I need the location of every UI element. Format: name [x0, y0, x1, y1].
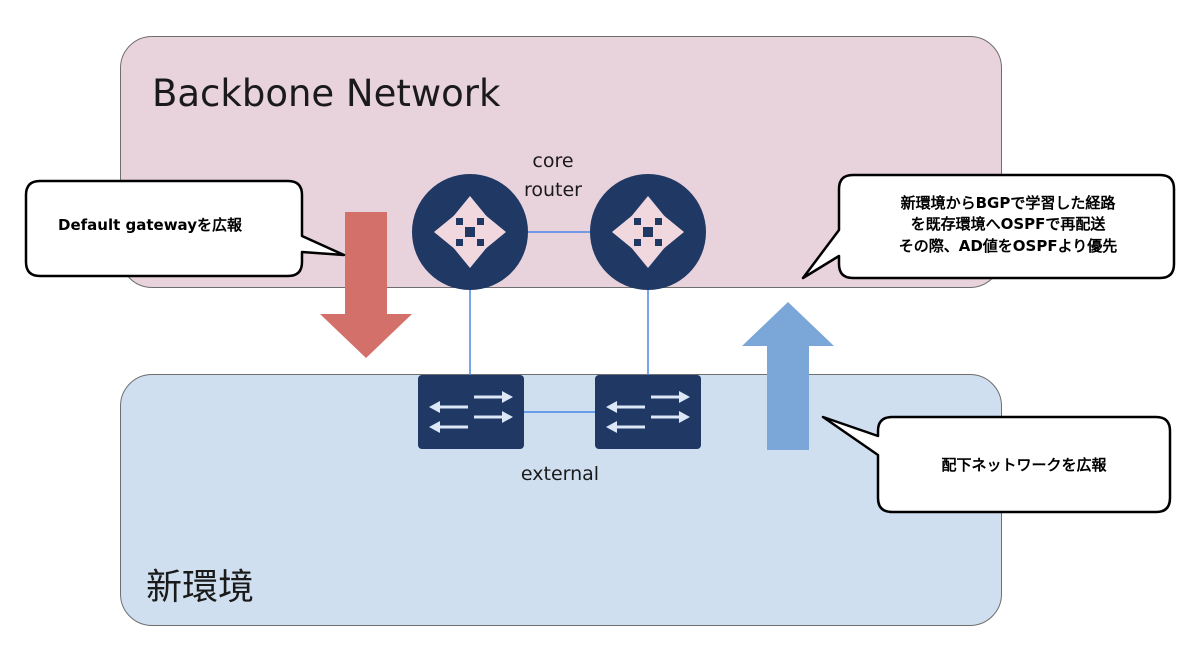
advertise-down-arrow: [320, 212, 412, 358]
router-icon: [590, 174, 706, 290]
callout-right-top-text: 新環境からBGPで学習した経路 を既存環境へOSPFで再配送 その際、AD値をO…: [898, 194, 1118, 255]
callout-left-bubble: [24, 179, 346, 278]
callout-left-text: Default gatewayを広報: [58, 216, 242, 234]
callout-right-top-bubble: [801, 173, 1176, 280]
core-router-1[interactable]: [412, 174, 528, 290]
router-icon: [412, 174, 528, 290]
external-switch-1[interactable]: [418, 375, 524, 449]
external-label: external: [520, 463, 600, 485]
new-environment-zone: [120, 374, 1002, 626]
advertise-up-arrow: [742, 302, 834, 450]
core-router-label-text: core router: [523, 150, 582, 201]
core-router-label: core router: [505, 147, 601, 204]
external-switch-2[interactable]: [595, 375, 701, 449]
core-router-2[interactable]: [590, 174, 706, 290]
new-environment-title: 新環境: [146, 567, 255, 608]
backbone-network-title: Backbone Network: [152, 72, 501, 115]
callout-right-bottom-bubble: [821, 415, 1172, 514]
callout-right-bottom-text: 配下ネットワークを広報: [941, 456, 1107, 474]
switch-icon: [595, 375, 701, 449]
switch-icon: [418, 375, 524, 449]
